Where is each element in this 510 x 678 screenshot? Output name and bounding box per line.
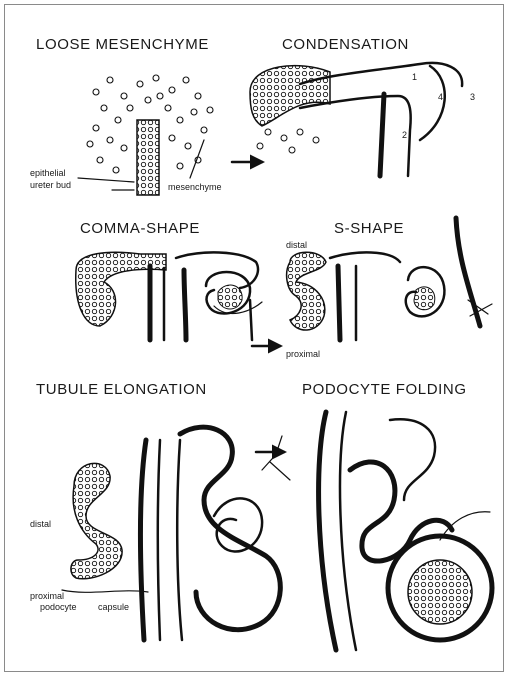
s-branch [468, 300, 492, 316]
s-stalk [338, 266, 340, 340]
condensation-number-1: 1 [412, 72, 417, 82]
condensation-number-4: 4 [438, 92, 443, 102]
panel-title-loose-mesenchyme: LOOSE MESENCHYME [36, 36, 209, 53]
podocyte-stalk [319, 412, 336, 650]
label-s-distal: distal [286, 240, 307, 250]
ureter-bud-stalk [137, 120, 159, 195]
tubule-capsule-line [62, 590, 148, 592]
panel-title-s-shape: S-SHAPE [334, 220, 404, 237]
leader-epithelial [78, 178, 134, 182]
comma-arm-top [176, 252, 258, 288]
podocyte-tubule-loop [350, 462, 452, 561]
panel-title-tubule-elongation: TUBULE ELONGATION [36, 381, 207, 398]
s-loop-cells [414, 287, 435, 310]
panel-tubule-elongation: TUBULE ELONGATION distal proximal podocy… [30, 381, 290, 640]
label-ureter-bud: ureter bud [30, 180, 71, 190]
panel-title-podocyte-folding: PODOCYTE FOLDING [302, 381, 467, 398]
elongation-stalk-right [158, 440, 160, 640]
s-arm-top [330, 252, 400, 262]
label-tubule-proximal: proximal [30, 591, 64, 601]
elongation-tubule-b [180, 427, 280, 630]
s-body [287, 252, 326, 330]
condensation-mesenchyme-cells [257, 129, 319, 153]
leader-mesenchyme [190, 140, 204, 178]
panel-podocyte-folding: PODOCYTE FOLDING [302, 381, 492, 650]
label-mesenchyme: mesenchyme [168, 182, 222, 192]
podocyte-stalk-inner [340, 412, 356, 650]
panel-title-condensation: CONDENSATION [282, 36, 409, 53]
label-tubule-capsule: capsule [98, 602, 129, 612]
panel-title-comma-shape: COMMA-SHAPE [80, 220, 200, 237]
label-epithelial: epithelial [30, 168, 66, 178]
bud-arm-bottom [300, 96, 411, 176]
panel-s-shape: S-SHAPE distal proximal [252, 218, 492, 359]
elongation-branches [262, 436, 290, 480]
s-stalk-right [456, 218, 480, 326]
panel-loose-mesenchyme: LOOSE MESENCHYME epithelial ureter bud m… [30, 36, 262, 195]
elongating-tubule [71, 463, 122, 578]
bud-stalk [380, 94, 384, 176]
label-s-proximal: proximal [286, 349, 320, 359]
elongation-stalk-b [177, 440, 182, 640]
panel-comma-shape: COMMA-SHAPE [76, 220, 262, 340]
label-tubule-distal: distal [30, 519, 51, 529]
glomerulus [408, 560, 472, 624]
comma-stalk-c [250, 300, 252, 340]
label-tubule-podocyte: podocyte [40, 602, 77, 612]
condensation-number-2: 2 [402, 130, 407, 140]
cap-outline-right [420, 66, 445, 140]
comma-stalk-b [184, 270, 186, 340]
elongation-stalk-left [140, 440, 146, 640]
condensed-cap [250, 66, 330, 126]
panel-condensation: CONDENSATION 1 2 3 4 [250, 36, 475, 176]
comma-loop-cells [218, 285, 242, 309]
condensation-number-3: 3 [470, 92, 475, 102]
